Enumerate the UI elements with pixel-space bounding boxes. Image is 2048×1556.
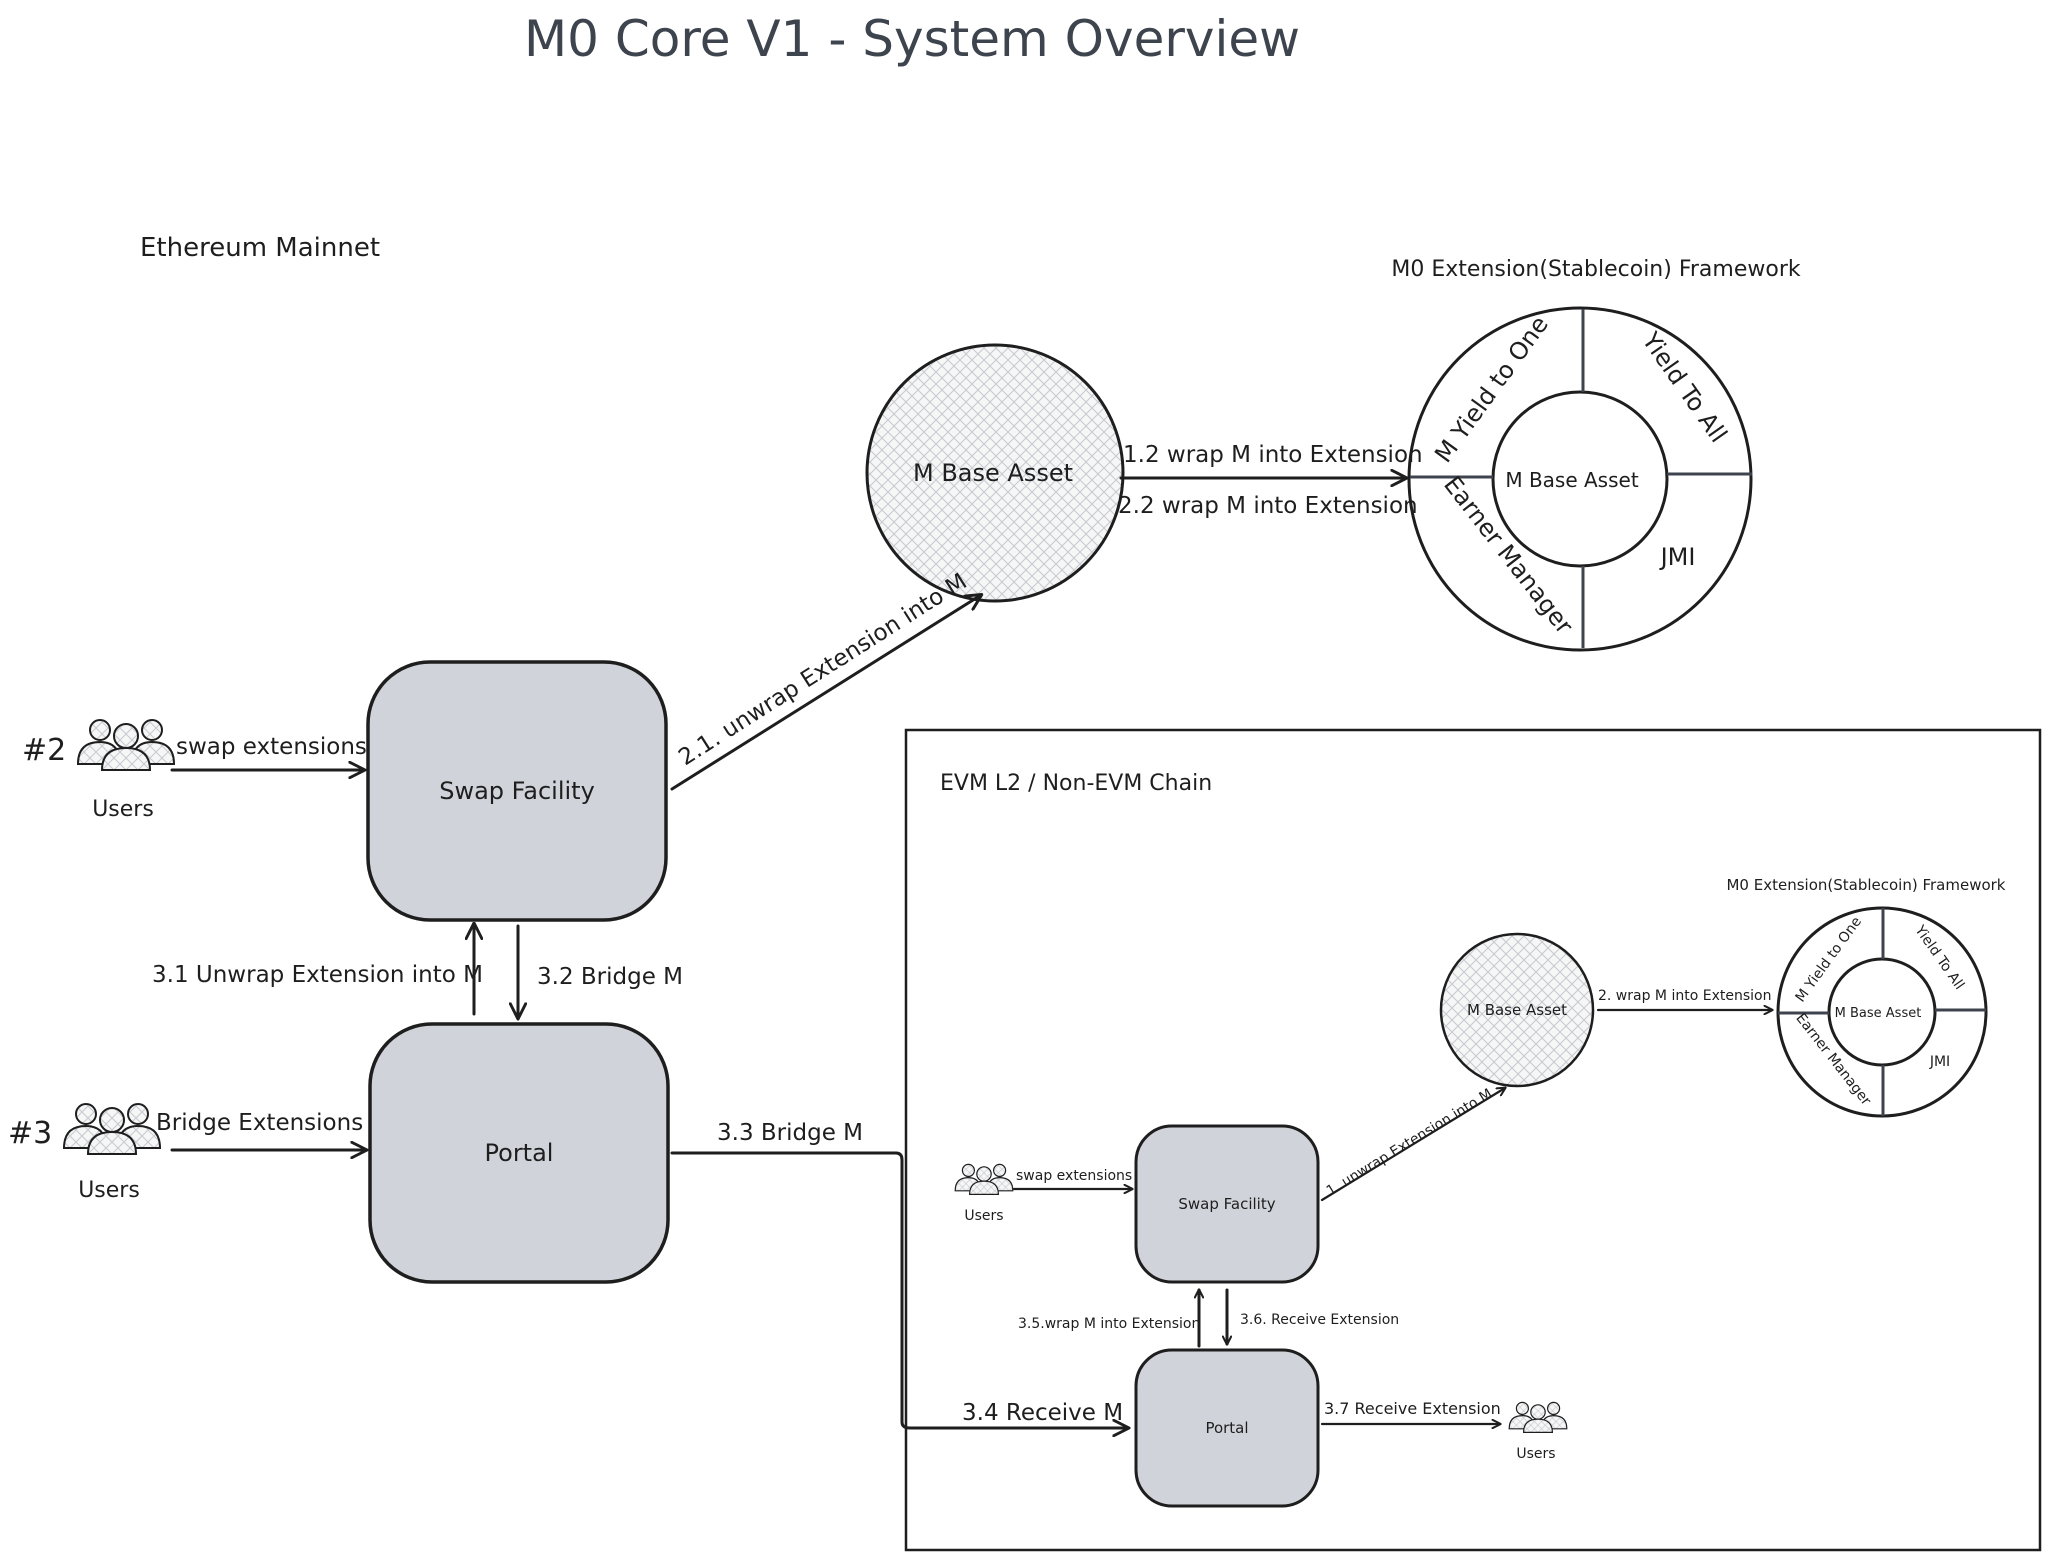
users-3-action: Bridge Extensions xyxy=(156,1110,363,1136)
arrow-label-bridge-32: 3.2 Bridge M xyxy=(537,964,683,990)
ethereum-swap-facility: Swap Facility xyxy=(366,660,668,922)
l2-portal-label: Portal xyxy=(1205,1419,1248,1437)
l2-users-in-label: Users xyxy=(964,1208,1003,1224)
ethereum-framework-ring: M Base Asset M Yield to One Yield To All… xyxy=(1407,306,1753,652)
l2-base-asset-label: M Base Asset xyxy=(1467,1001,1567,1019)
l2-swap-facility: Swap Facility xyxy=(1134,1124,1320,1284)
l2-arrow-label-wrap-2: 2. wrap M into Extension xyxy=(1598,988,1771,1004)
l2-arrow-label-wrap-35: 3.5.wrap M into Extension xyxy=(1018,1316,1200,1332)
unwrap-arrow xyxy=(670,595,981,791)
users-icon xyxy=(954,1163,1014,1196)
l2-base-asset-node: M Base Asset xyxy=(1439,932,1595,1088)
l2-swap-facility-label: Swap Facility xyxy=(1178,1195,1275,1213)
users-3-group: #3 Users Bridge Extensions xyxy=(8,1103,366,1203)
ethereum-mainnet-label: Ethereum Mainnet xyxy=(140,233,380,263)
l2-portal: Portal xyxy=(1134,1348,1320,1508)
arrow-label-bridge-33: 3.3 Bridge M xyxy=(717,1120,863,1146)
l2-framework-ring: M Base Asset M Yield to One Yield To All… xyxy=(1776,906,1988,1118)
users-2-action: swap extensions xyxy=(176,734,367,760)
ethereum-ring-center-label: M Base Asset xyxy=(1505,468,1638,492)
l2-ring-segment-jmi: JMI xyxy=(1929,1054,1950,1070)
arrow-label-unwrap-21: 2.1. unwrap Extension into M xyxy=(674,569,971,771)
l2-chain-label: EVM L2 / Non-EVM Chain xyxy=(940,771,1212,796)
l2-users-in-action: swap extensions xyxy=(1016,1168,1132,1184)
bridge-m-path xyxy=(670,1151,1128,1428)
arrow-label-unwrap-31: 3.1 Unwrap Extension into M xyxy=(152,962,483,988)
users-2-group: #2 Users swap extensions xyxy=(22,719,367,822)
arrow-label-wrap-2: 2.2 wrap M into Extension xyxy=(1118,493,1418,519)
l2-arrow-label-unwrap-1: 1. unwrap Extension into M xyxy=(1324,1086,1495,1200)
users-3-label: Users xyxy=(78,1178,140,1203)
users-icon xyxy=(63,1103,161,1155)
l2-arrow-label-receive-36: 3.6. Receive Extension xyxy=(1240,1312,1399,1328)
l2-ring-center-label: M Base Asset xyxy=(1835,1006,1922,1021)
l2-framework-label: M0 Extension(Stablecoin) Framework xyxy=(1726,876,2005,894)
ethereum-base-asset-node: M Base Asset xyxy=(865,343,1125,603)
ethereum-swap-facility-label: Swap Facility xyxy=(439,777,595,805)
arrow-label-wrap-1: 1.2 wrap M into Extension xyxy=(1123,442,1423,468)
users-icon xyxy=(77,719,175,771)
ethereum-portal: Portal xyxy=(368,1022,670,1284)
l2-unwrap-arrow xyxy=(1320,1088,1505,1202)
l2-container xyxy=(904,728,2042,1552)
l2-users-out-label: Users xyxy=(1516,1446,1555,1462)
users-2-tag: #2 xyxy=(22,733,66,768)
l2-users-out-group: 3.7 Receive Extension Users xyxy=(1320,1399,1568,1462)
users-icon xyxy=(1508,1401,1568,1434)
ethereum-framework-label: M0 Extension(Stablecoin) Framework xyxy=(1391,257,1800,282)
l2-users-in-group: Users swap extensions xyxy=(954,1163,1132,1224)
users-2-label: Users xyxy=(92,797,154,822)
ethereum-portal-label: Portal xyxy=(485,1139,554,1167)
l2-arrow-label-receive-37: 3.7 Receive Extension xyxy=(1324,1399,1501,1418)
l2-arrow-label-receive-34: 3.4 Receive M xyxy=(962,1400,1123,1426)
ring-segment-jmi: JMI xyxy=(1659,543,1696,571)
ethereum-base-asset-label: M Base Asset xyxy=(913,459,1073,487)
page-title: M0 Core V1 - System Overview xyxy=(524,10,1300,68)
users-3-tag: #3 xyxy=(8,1116,52,1151)
